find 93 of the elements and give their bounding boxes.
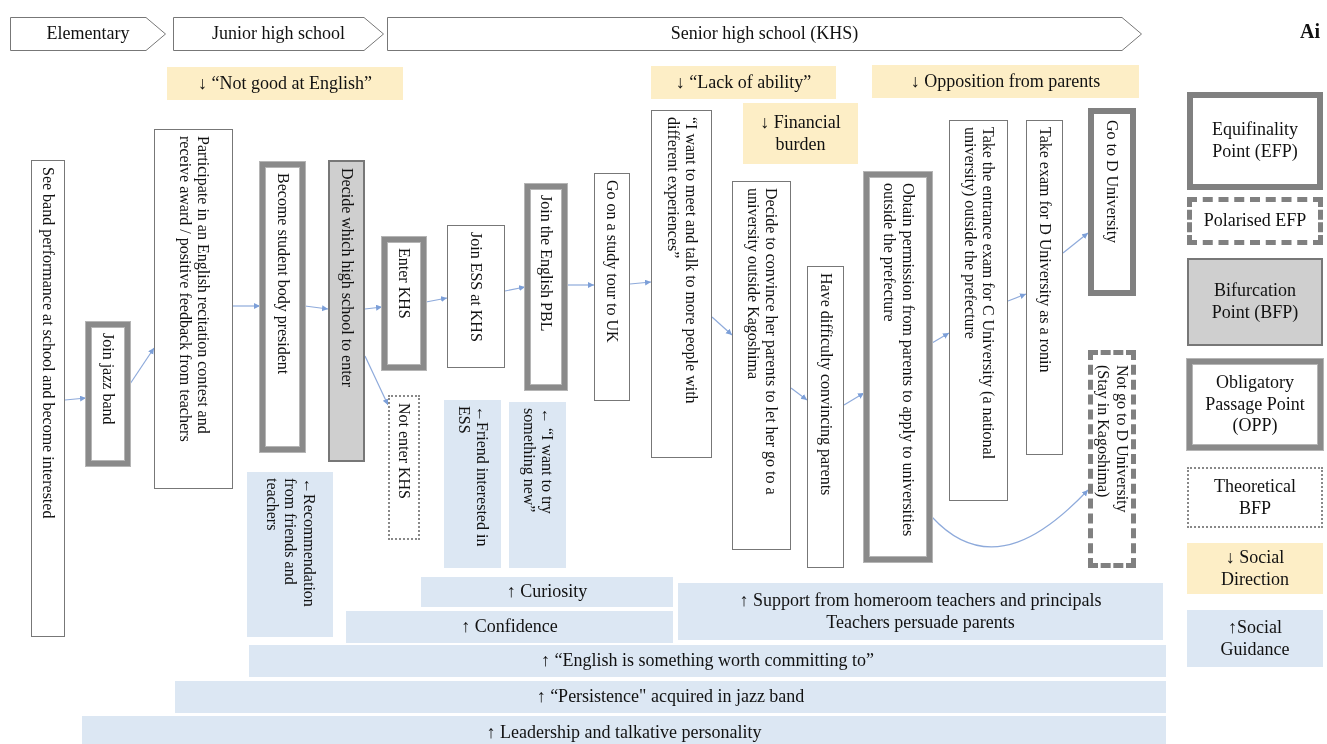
legend-text: Equifinality Point (EFP): [1211, 119, 1299, 163]
process-box: [31, 160, 65, 637]
social-direction-box: [167, 67, 403, 100]
arrow: [931, 489, 1089, 548]
node-text: Take exam for D University as a ronin: [1035, 127, 1054, 373]
node-text: Not go to D University (Stay in Kagoshima): [1093, 365, 1131, 515]
node-text: ↑ “English is something worth committing to”: [541, 650, 874, 672]
node-text: ↓ “Lack of ability”: [675, 71, 812, 94]
social-guidance-box: [249, 645, 1166, 677]
arrow: [843, 392, 865, 406]
process-box: [154, 129, 233, 489]
social-guidance-box: [421, 577, 673, 607]
node-text: Junior high school: [212, 23, 345, 45]
arrow: [1007, 293, 1027, 302]
node-text: ↓ “Not good at English”: [198, 72, 372, 95]
arrow: [790, 387, 808, 401]
node-text: Go to D University: [1102, 120, 1122, 244]
polarised-efp-box: [1088, 350, 1136, 568]
node-text: Join jazz band: [98, 333, 118, 425]
node-text: Senior high school (KHS): [670, 23, 859, 45]
arrow: [304, 305, 329, 312]
theoretical-bfp-box: [388, 395, 420, 540]
node-text: ↑ Leadership and talkative personality: [486, 721, 762, 744]
process-box: [807, 266, 844, 568]
arrow: [64, 395, 87, 402]
node-text: Teachers persuade parents: [826, 611, 1015, 634]
social-direction-box: [651, 66, 836, 99]
node-text: See band performance at school and become interested: [38, 167, 58, 519]
legend-text: ↓ Social Direction: [1220, 546, 1290, 591]
social-guidance-box: [175, 681, 1166, 713]
arrow: [931, 332, 950, 344]
node-text: Join ESS at KHS: [467, 232, 486, 342]
social-guidance-box: [346, 611, 673, 643]
node-text: ←Friend interested in ESS: [454, 406, 492, 549]
social-guidance-box: [444, 400, 501, 568]
process-box: [732, 181, 791, 550]
stage-banner: [10, 17, 166, 51]
node-text: Enter KHS: [395, 248, 414, 319]
arrow: [629, 279, 652, 286]
arrow: [566, 282, 595, 288]
obligatory-passage-box: [260, 162, 305, 452]
process-box: [651, 110, 712, 458]
node-text: ↓ Opposition from parents: [910, 70, 1101, 93]
node-text: ↓ Financial burden: [759, 111, 842, 156]
node-text: ↑ Support from homeroom teachers and principals: [739, 589, 1102, 612]
social-guidance-box: [82, 716, 1166, 744]
legend-text: Theoretical BFP: [1213, 475, 1297, 520]
arrow: [711, 316, 733, 336]
arrow: [232, 303, 261, 309]
bifurcation-box: [328, 160, 365, 462]
obligatory-passage-box: [525, 184, 567, 390]
equifinality-box: [1088, 108, 1136, 296]
stage-banner: [387, 17, 1142, 51]
social-direction-box: [872, 65, 1139, 98]
process-box: [594, 173, 630, 401]
obligatory-passage-box: [86, 322, 130, 466]
legend-text: ↑Social Guidance: [1219, 616, 1291, 661]
node-text: Take the entrance exam for C University (a national university) outside the prefecture: [960, 127, 998, 462]
arrow: [1062, 232, 1089, 254]
node-text: Have difficulty convincing parents: [816, 273, 835, 496]
node-text: “I want to meet and talk to more people with different experiences”: [663, 117, 701, 406]
legend-text: Obligatory Passage Point (OPP): [1204, 372, 1306, 437]
node-text: Participate in an English recitation contest and receive award / positive feedback from teachers: [175, 136, 213, 444]
node-text: Elementary: [46, 23, 130, 45]
legend-text: Polarised EFP: [1202, 210, 1308, 232]
node-text: Not enter KHS: [395, 403, 414, 499]
arrow: [129, 347, 155, 385]
process-box: [1026, 120, 1063, 455]
node-text: Become student body president: [273, 173, 292, 375]
process-box: [949, 120, 1008, 501]
social-guidance-box: [509, 402, 566, 568]
process-box: [447, 225, 505, 368]
obligatory-passage-box: [382, 237, 426, 370]
node-text: ↑ “Persistence" acquired in jazz band: [536, 686, 805, 708]
obligatory-passage-box: [864, 172, 932, 562]
node-text: Go on a study tour to UK: [602, 180, 622, 343]
author-label: Ai: [1300, 20, 1320, 43]
node-text: Decide to convince her parents to let her go to a university outside Kagoshima: [743, 188, 781, 497]
node-text: ← “I want to try something new”: [519, 408, 557, 516]
social-guidance-box: [678, 583, 1163, 640]
node-text: ←Recommendation from friends and teachers: [262, 478, 319, 609]
legend-text: Bifurcation Point (BFP): [1210, 280, 1300, 324]
stage-banner: [173, 17, 384, 51]
node-text: ↑ Confidence: [461, 616, 558, 638]
arrow: [425, 296, 448, 303]
node-text: Join the English PBL: [536, 195, 556, 332]
node-text: Obtain permission from parents to apply to universities outside the prefecture: [879, 183, 917, 539]
node-text: Decide which high school to enter: [337, 168, 356, 388]
social-direction-box: [743, 103, 858, 164]
social-guidance-box: [247, 472, 333, 637]
arrow: [364, 304, 383, 311]
node-text: ↑ Curiosity: [506, 581, 588, 603]
arrow: [504, 285, 526, 292]
